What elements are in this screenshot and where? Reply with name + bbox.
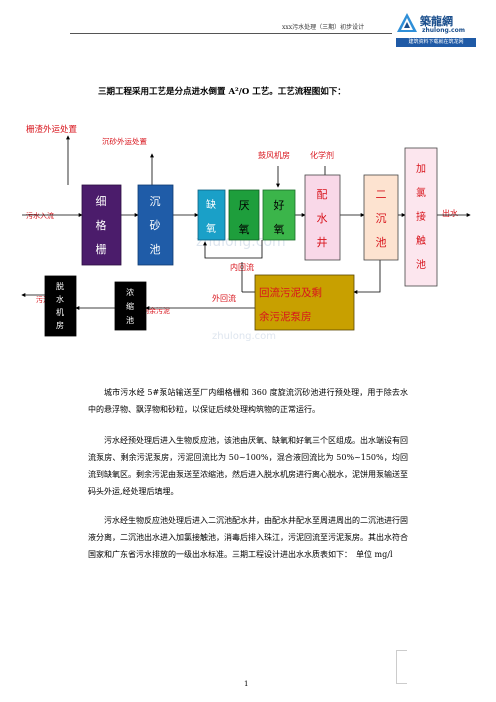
sludge-pump-house-box: [254, 274, 355, 331]
thickener-box: [114, 281, 147, 331]
header-divider: [70, 33, 392, 34]
paragraph-pretreatment: 城市污水经 5#泵站输送至厂内细格栅和 360 度旋流沉砂池进行预处理，用于除去…: [88, 388, 408, 414]
secondary-clarifier-box: [363, 174, 399, 261]
logo-url: zhulong.com: [422, 27, 465, 34]
secondary-clarifier-char-2: 沉: [376, 212, 387, 225]
process-flow-diagram: zhulong.com zhulong.com 栅渣外运处置 沉砂外运处置 污水…: [21, 124, 471, 342]
diagram-watermark-lower: zhulong.com: [212, 331, 276, 342]
aerobic-zone-box: [262, 189, 296, 241]
dewatering-char-1: 脱: [56, 281, 64, 291]
logo-name: 築龍網: [420, 15, 453, 28]
site-logo[interactable]: 築龍網 zhulong.com 建筑资料下载就在筑龙网: [396, 12, 476, 52]
section-title: 三期工程采用工艺是分点进水倒置 A²/O 工艺。工艺流程图如下：: [98, 87, 346, 97]
effluent-label: 出水: [442, 208, 458, 218]
fine-screen-box: [81, 184, 122, 266]
anaerobic-zone-char-2: 氧: [239, 222, 250, 236]
chemicals-label: 化学剂: [310, 150, 334, 160]
thickener-char-1: 浓: [126, 288, 134, 297]
thickener-char-3: 池: [126, 315, 134, 325]
grit-chamber-char-3: 池: [150, 243, 161, 256]
distribution-well-char-3: 井: [317, 235, 328, 249]
header-text: xxx污水处理（三期）初步设计: [282, 24, 365, 31]
chlorine-contact-char-5: 池: [416, 258, 426, 271]
dewatering-char-4: 房: [56, 320, 64, 330]
anoxic-zone-char-2: 氧: [206, 222, 216, 235]
chlorine-contact-char-3: 接: [416, 210, 426, 223]
excess-sludge-label: 剩余污泥: [142, 306, 170, 315]
grit-chamber-box: [137, 184, 174, 266]
aerobic-zone-char-2: 氧: [274, 222, 285, 236]
dewatering-house-box: [44, 275, 77, 337]
grit-chamber-char-2: 砂: [150, 219, 161, 232]
influent-label: 污水入流: [26, 211, 54, 220]
dewatering-char-2: 水: [56, 294, 64, 304]
distribution-well-char-1: 配: [317, 188, 328, 201]
fine-screen-char-3: 栅: [96, 242, 107, 256]
aerobic-zone-char-1: 好: [274, 198, 285, 212]
grit-disposal-label: 沉砂外运处置: [102, 136, 147, 146]
logo-slogan: 建筑资料下载就在筑龙网: [396, 38, 476, 47]
dewatering-char-3: 机: [56, 307, 64, 317]
chlorine-contact-char-4: 触: [416, 234, 426, 247]
external-return-label: 外回流: [212, 293, 236, 303]
fine-screen-char-2: 格: [96, 218, 107, 232]
pump-house-line-1: 回流污泥及剩: [259, 286, 322, 299]
chlorine-contact-char-1: 加: [416, 163, 426, 175]
anoxic-zone-char-1: 缺: [206, 198, 216, 211]
sludge-water-label: 污泥: [36, 296, 50, 304]
chlorine-contact-char-2: 氯: [416, 186, 426, 199]
distribution-well-box: [304, 174, 341, 261]
screenings-label: 栅渣外运处置: [26, 124, 78, 135]
blower-label: 鼓风机房: [258, 150, 290, 160]
distribution-well-char-2: 水: [317, 212, 328, 225]
anoxic-zone-box: [197, 189, 226, 241]
thickener-char-2: 缩: [126, 301, 134, 311]
page-number: 1: [244, 680, 249, 688]
fine-screen-char-1: 细: [96, 195, 107, 208]
chlorine-contact-box: [404, 147, 438, 287]
anaerobic-zone-char-1: 厌: [239, 199, 250, 212]
paragraph-bioreactor: 污水经预处理后进入生物反应池，该池由厌氧、缺氧和好氧三个区组成。出水端设有回流泵…: [88, 436, 408, 496]
page-corner-mark: [396, 650, 407, 684]
anaerobic-zone-box: [228, 189, 260, 241]
secondary-clarifier-char-1: 二: [376, 188, 387, 201]
logo-triangle-icon: [397, 13, 417, 32]
grit-chamber-char-1: 沉: [150, 195, 161, 208]
secondary-clarifier-char-3: 池: [376, 236, 387, 249]
paragraph-clarifier: 污水经生物反应池处理后进入二沉池配水井，由配水井配水至周进周出的二沉池进行固液分…: [88, 516, 408, 559]
pump-house-line-2: 余污泥泵房: [259, 310, 312, 323]
